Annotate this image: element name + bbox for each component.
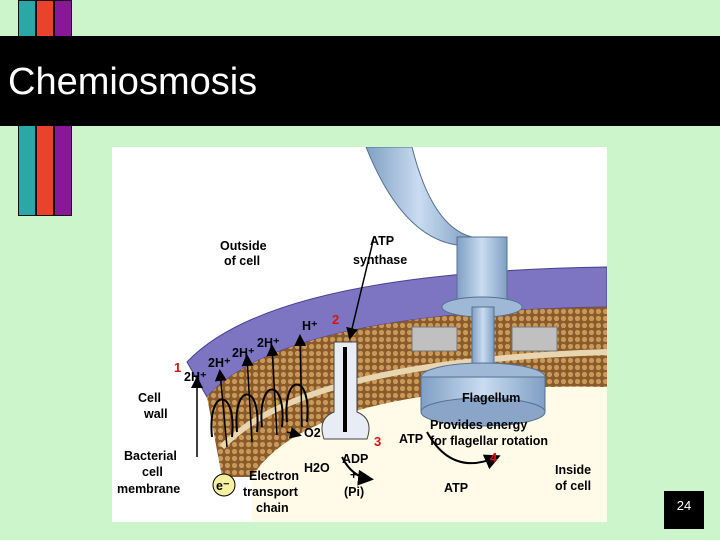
h2o-label: H2O xyxy=(304,461,330,475)
h-plus-label: H⁺ xyxy=(302,319,318,333)
two-h-plus-label-2: 2H⁺ xyxy=(232,346,255,360)
plus-label: + xyxy=(350,468,357,482)
membrane-label-1: Bacterial xyxy=(124,449,177,463)
atp-synthase-label-1: ATP xyxy=(370,234,394,248)
slide-number: 24 xyxy=(664,491,704,529)
pi-label: (Pi) xyxy=(344,485,364,499)
step-2: 2 xyxy=(332,312,339,327)
cell-wall-label-2: wall xyxy=(143,407,168,421)
atp-label-top: ATP xyxy=(399,432,423,446)
membrane-label-2: cell xyxy=(142,465,163,479)
cell-membrane xyxy=(207,307,607,477)
adp-label: ADP xyxy=(342,452,368,466)
etc-label-2: transport xyxy=(243,485,299,499)
atp-synthase-label-2: synthase xyxy=(353,253,407,267)
two-h-plus-label-3: 2H⁺ xyxy=(208,356,231,370)
two-h-plus-label-1: 2H⁺ xyxy=(257,336,280,350)
outside-cell-label-2: of cell xyxy=(224,254,260,268)
o2-label: O2 xyxy=(304,426,321,440)
provides-energy-label-2: for flagellar rotation xyxy=(430,434,548,448)
slide-title: Chemiosmosis xyxy=(8,61,258,103)
chemiosmosis-diagram: e⁻ Outside of cell ATP synthase Cell wal… xyxy=(112,146,608,522)
membrane-label-3: membrane xyxy=(117,482,180,496)
two-h-plus-label-4: 2H⁺ xyxy=(184,370,207,384)
outside-cell-label-1: Outside xyxy=(220,239,267,253)
inside-cell-label-2: of cell xyxy=(555,479,591,493)
etc-label-3: chain xyxy=(256,501,289,515)
step-1: 1 xyxy=(174,360,181,375)
title-bar xyxy=(0,36,720,126)
electron-label: e⁻ xyxy=(216,479,230,493)
atp-label-bottom: ATP xyxy=(444,481,468,495)
provides-energy-label-1: Provides energy xyxy=(430,418,527,432)
etc-label-1: Electron xyxy=(249,469,299,483)
cell-wall-label-1: Cell xyxy=(138,391,161,405)
inside-cell-label-1: Inside xyxy=(555,463,591,477)
step-4: 4 xyxy=(490,450,498,465)
step-3: 3 xyxy=(374,434,381,449)
flagellum-label: Flagellum xyxy=(462,391,520,405)
